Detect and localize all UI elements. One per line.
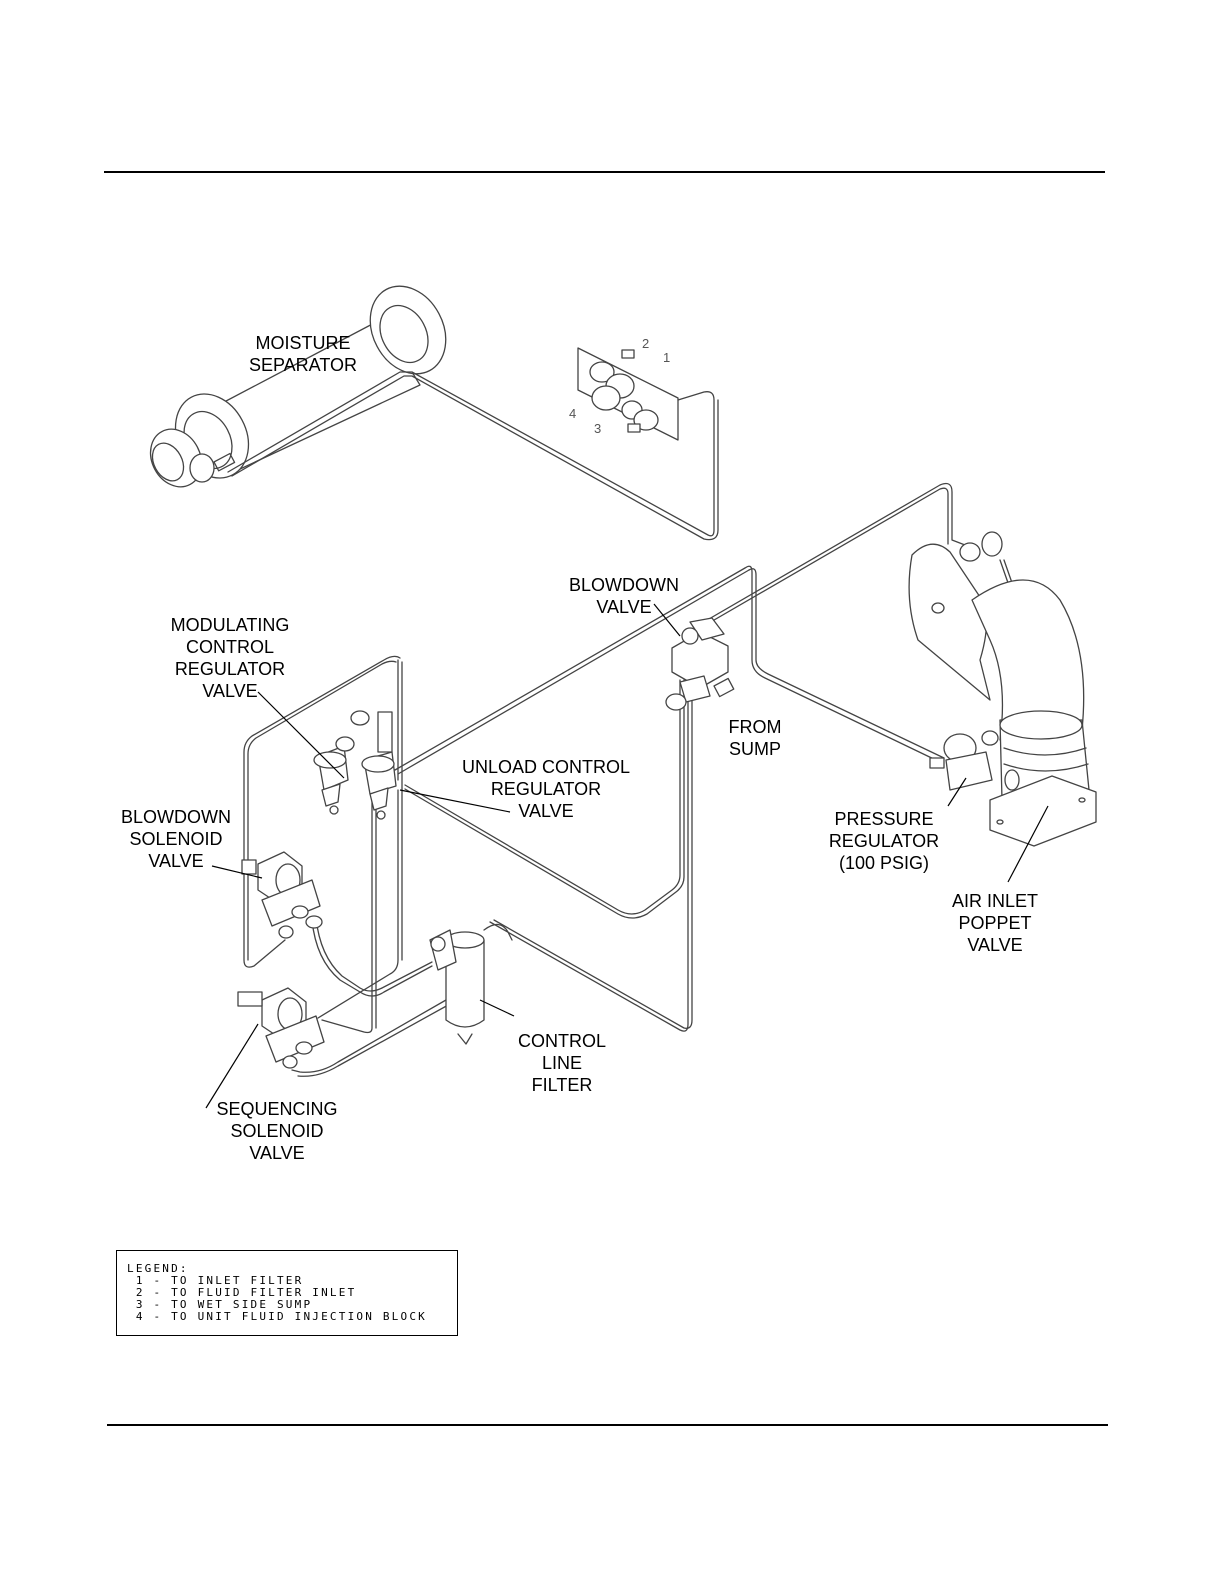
sequencing-solenoid-drawing [237,987,325,1069]
port-number-4: 4 [569,406,577,421]
top-rule [104,171,1105,173]
legend-item-2: 2 - TO FLUID FILTER INLET [127,1286,357,1299]
label-from-sump: FROM SUMP [728,717,782,759]
label-pressure-regulator: PRESSURE REGULATOR (100 PSIG) [828,809,940,873]
label-blowdown-solenoid-valve: BLOWDOWN SOLENOID VALVE [121,807,231,871]
legend-item-3: 3 - TO WET SIDE SUMP [127,1298,313,1311]
control-line-filter-drawing [429,923,513,1045]
legend-box: LEGEND: 1 - TO INLET FILTER 2 - TO FLUID… [116,1250,458,1336]
legend-item-1: 1 - TO INLET FILTER [127,1274,304,1287]
label-sequencing-solenoid-valve: SEQUENCING SOLENOID VALVE [216,1099,338,1163]
control-regulators-drawing [313,710,397,820]
port-number-2: 2 [642,336,650,351]
moisture-separator-drawing [149,285,447,488]
air-inlet-poppet-drawing [908,531,1097,847]
label-blowdown-valve: BLOWDOWN VALVE [569,575,679,617]
label-control-line-filter: CONTROL LINE FILTER [517,1031,606,1095]
pressure-regulator-drawing [929,730,999,791]
bottom-rule [107,1424,1108,1426]
legend-title: LEGEND: [127,1262,189,1275]
leader-lines [205,603,1049,1109]
port-number-3: 3 [594,421,602,436]
blowdown-solenoid-drawing [241,851,323,939]
control-tubing [227,371,1025,1077]
legend-item-4: 4 - TO UNIT FLUID INJECTION BLOCK [127,1310,427,1323]
label-unload-control-regulator-valve: UNLOAD CONTROL REGULATOR VALVE [461,757,631,821]
port-number-1: 1 [663,350,671,365]
manifold-bracket-drawing [577,347,679,441]
blowdown-valve-drawing [665,617,735,711]
label-air-inlet-poppet-valve: AIR INLET POPPET VALVE [951,891,1039,955]
label-moisture-separator: MOISTURE SEPARATOR [248,333,358,375]
label-modulating-control-regulator-valve: MODULATING CONTROL REGULATOR VALVE [170,615,290,701]
